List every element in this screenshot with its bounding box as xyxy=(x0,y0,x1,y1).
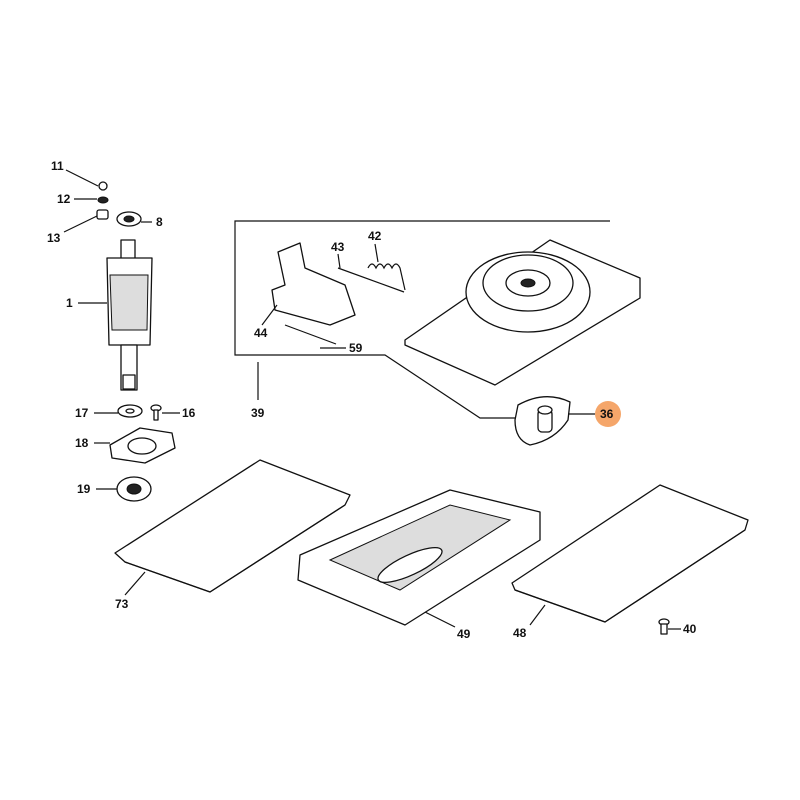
callout-73[interactable]: 73 xyxy=(115,597,129,611)
leader-lines xyxy=(63,169,681,630)
callout-11[interactable]: 11 xyxy=(51,159,64,173)
bearing-part-19[interactable] xyxy=(116,476,152,502)
plate-part-18[interactable] xyxy=(109,427,176,464)
screw-part-40[interactable] xyxy=(658,618,670,635)
callout-16[interactable]: 16 xyxy=(182,406,196,420)
group-frame-39 xyxy=(234,220,610,419)
callout-59[interactable]: 59 xyxy=(349,341,363,355)
cover-part-44[interactable] xyxy=(271,242,356,326)
frame-part-49[interactable] xyxy=(297,489,541,626)
pin-part-43[interactable] xyxy=(337,267,405,293)
callout-8[interactable]: 8 xyxy=(156,215,163,229)
callout-39[interactable]: 39 xyxy=(251,406,265,420)
callout-17[interactable]: 17 xyxy=(75,406,89,420)
callout-36[interactable]: 36 xyxy=(600,407,614,421)
callout-40[interactable]: 40 xyxy=(683,622,697,636)
callout-18[interactable]: 18 xyxy=(75,436,89,450)
armature-part-1[interactable] xyxy=(96,181,153,391)
spring-part-42[interactable] xyxy=(367,263,406,291)
callout-42[interactable]: 42 xyxy=(368,229,382,243)
fan-part-36[interactable] xyxy=(514,396,571,446)
callout-12[interactable]: 12 xyxy=(57,192,71,206)
screw-part-16[interactable] xyxy=(150,404,162,421)
highlight-marker-36[interactable] xyxy=(595,401,621,427)
sanding-plate-part-73[interactable] xyxy=(114,459,351,593)
callout-43[interactable]: 43 xyxy=(331,240,345,254)
callout-49[interactable]: 49 xyxy=(457,627,471,641)
callout-13[interactable]: 13 xyxy=(47,231,61,245)
callout-44[interactable]: 44 xyxy=(254,326,268,340)
washer-part-17[interactable] xyxy=(117,404,143,418)
callout-48[interactable]: 48 xyxy=(513,626,527,640)
callout-1[interactable]: 1 xyxy=(66,296,73,310)
callout-19[interactable]: 19 xyxy=(77,482,91,496)
pin-part-59[interactable] xyxy=(284,324,337,345)
sanding-plate-part-48[interactable] xyxy=(511,484,749,623)
base-housing[interactable] xyxy=(404,239,641,386)
